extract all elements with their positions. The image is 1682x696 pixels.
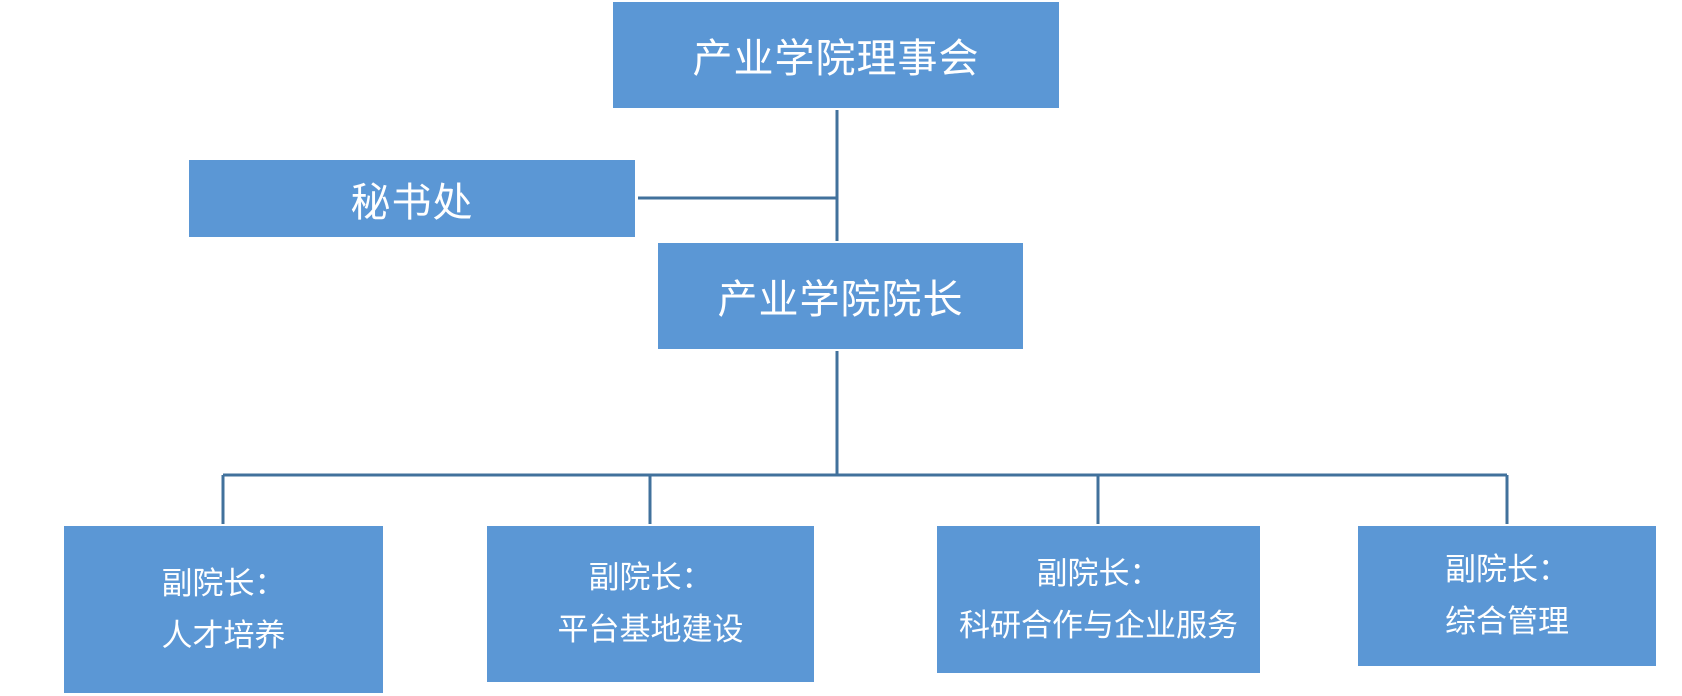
vice-dean-area: 人才培养 bbox=[161, 617, 286, 654]
vice-dean-box-admin: 副院长： 综合管理 bbox=[1358, 526, 1656, 666]
vice-dean-box-platform: 副院长： 平台基地建设 bbox=[487, 526, 814, 682]
vice-dean-title: 副院长： bbox=[161, 565, 286, 602]
vice-dean-title: 副院长： bbox=[1445, 552, 1569, 588]
vice-dean-area: 科研合作与企业服务 bbox=[959, 607, 1238, 644]
vice-dean-box-research: 副院长： 科研合作与企业服务 bbox=[937, 526, 1260, 673]
board-box: 产业学院理事会 bbox=[613, 2, 1059, 108]
dean-box: 产业学院院长 bbox=[658, 243, 1023, 349]
board-label: 产业学院理事会 bbox=[692, 36, 980, 82]
vice-dean-box-talent: 副院长： 人才培养 bbox=[64, 526, 383, 693]
secretariat-box: 秘书处 bbox=[189, 160, 635, 237]
vice-dean-area: 平台基地建设 bbox=[557, 612, 744, 648]
vice-dean-area: 综合管理 bbox=[1445, 604, 1569, 640]
dean-label: 产业学院院长 bbox=[717, 277, 964, 323]
vice-dean-title: 副院长： bbox=[588, 560, 713, 596]
vice-dean-title: 副院长： bbox=[1036, 555, 1161, 592]
secretariat-label: 秘书处 bbox=[350, 179, 474, 226]
